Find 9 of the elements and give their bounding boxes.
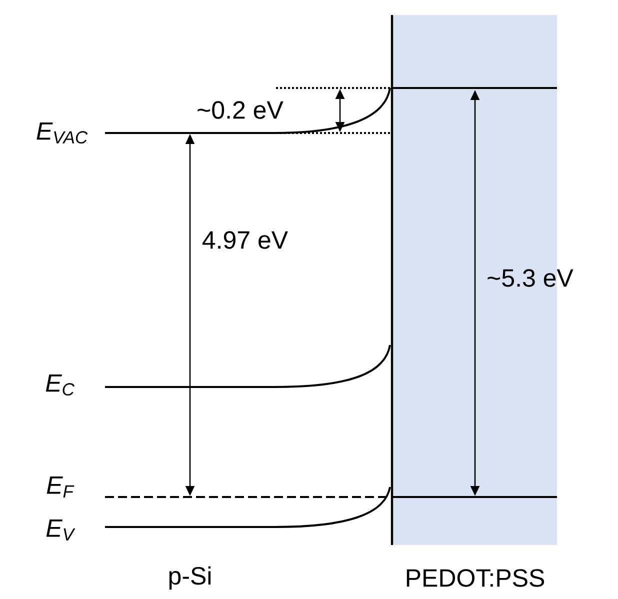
- energy-symbol: E$_{VAC}$: [36, 122, 88, 144]
- material-label: p-Si: [169, 566, 211, 590]
- material-label: PEDOT:PSS: [406, 569, 544, 587]
- energy-symbol: E$_{C}$: [46, 374, 74, 396]
- energy-value: ~0.2 eV: [198, 101, 284, 119]
- energy-symbol: E$_{V}$: [46, 520, 76, 540]
- energy-value: 4.97 eV: [202, 231, 288, 249]
- energy-value: ~5.3 eV: [488, 269, 574, 287]
- energy-symbol: E$_{F}$: [46, 476, 74, 498]
